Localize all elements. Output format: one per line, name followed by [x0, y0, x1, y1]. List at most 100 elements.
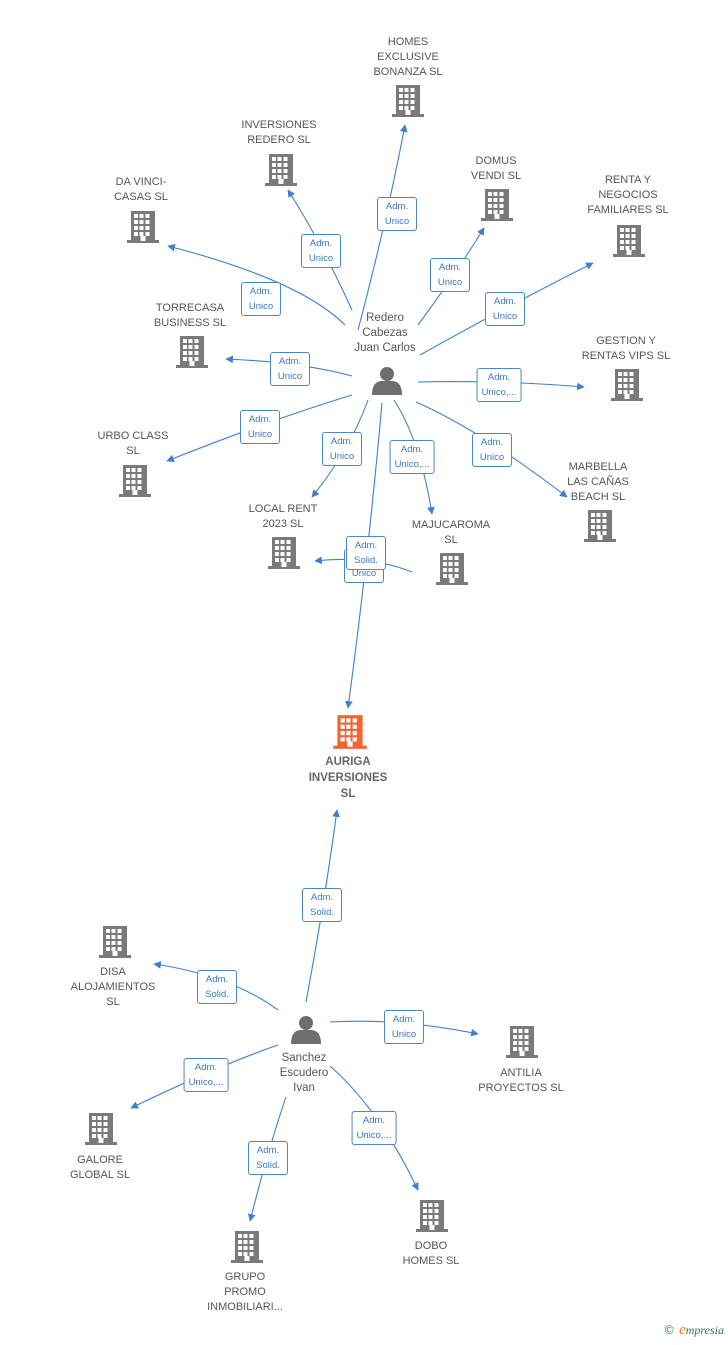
node-label-line: GALORE — [77, 1154, 123, 1166]
building-icon[interactable] — [611, 369, 643, 401]
edge-role-text: Unico — [479, 452, 505, 463]
edge-role-text: Adm. — [205, 974, 229, 985]
edge-role-label[interactable]: Adm.Unico — [384, 1010, 424, 1044]
edge-role-label[interactable]: Adm. Unico,... — [183, 1058, 229, 1092]
edge-role-label[interactable]: Adm.Solid. — [197, 970, 237, 1004]
node-label-line: SL — [106, 996, 120, 1008]
edge-role-label[interactable]: Adm.Solid. — [248, 1141, 288, 1175]
node-label-grupo[interactable]: GRUPO PROMO INMOBILIARI... — [207, 1270, 283, 1315]
edge-role-label[interactable]: Adm. Unico — [241, 282, 281, 316]
building-icon[interactable] — [176, 336, 208, 368]
edge-role-text: Unico — [391, 1029, 417, 1040]
node-label-line: BUSINESS SL — [153, 317, 227, 329]
building-icon[interactable] — [436, 553, 468, 585]
edge-role-text: Unico,... — [394, 459, 430, 470]
footer-brand[interactable]: ©empresia — [663, 1322, 724, 1339]
edge-role-text: Adm. — [354, 540, 378, 551]
node-label-line: SL — [340, 788, 356, 800]
building-icon[interactable] — [99, 926, 131, 958]
node-label-line: RENTA Y — [604, 174, 652, 186]
node-label-line: REDERO SL — [247, 134, 311, 146]
building-icon[interactable] — [268, 537, 300, 569]
edge-role-text: Adm. — [248, 414, 272, 425]
building-icon[interactable] — [506, 1026, 538, 1058]
brand-logo-text: mpresia — [685, 1323, 724, 1337]
node-label-line: MAJUCAROMA — [411, 519, 491, 531]
edge-role-label[interactable]: Adm.Unico — [472, 433, 512, 467]
edge-role-label[interactable]: Adm.Unico — [485, 292, 525, 326]
edge-role-text: Unico — [277, 371, 303, 382]
edge-role-label[interactable]: Adm. Unico — [270, 352, 310, 386]
edge-role-label[interactable]: Adm.Solid. — [302, 888, 342, 922]
node-label-line: SL — [126, 445, 140, 457]
person-icon[interactable] — [372, 367, 402, 395]
node-label-line: DA VINCI- — [115, 176, 167, 188]
building-icon[interactable] — [119, 465, 151, 497]
edge-role-label[interactable]: Adm.Unico — [377, 197, 417, 231]
node-label-line: GRUPO — [224, 1271, 266, 1283]
node-label-line: INVERSIONES — [308, 772, 388, 784]
edge-role-text: Adm. — [400, 444, 424, 455]
edge-role-text: Adm. — [278, 356, 302, 367]
edge-role-text: Adm. — [249, 286, 273, 297]
building-icon[interactable] — [392, 85, 424, 117]
edge-role-text: Unico — [492, 311, 518, 322]
building-icon[interactable] — [584, 510, 616, 542]
node-label-line: MARBELLA — [568, 461, 628, 473]
edge-role-label[interactable]: Adm. Unico,... — [389, 440, 435, 474]
edge-role-text: Solid. — [256, 1160, 280, 1171]
node-label-davinci[interactable]: DA VINCI-CASAS SL — [114, 175, 168, 205]
node-label-domus[interactable]: DOMUS VENDI SL — [471, 154, 521, 184]
node-label-line: DOMUS — [475, 155, 517, 167]
building-icon[interactable] — [127, 211, 159, 243]
node-label-line: Ivan — [293, 1082, 315, 1094]
building-icon[interactable] — [613, 225, 645, 257]
edge-role-text: Adm. — [385, 201, 409, 212]
node-label-line: ANTILIA — [500, 1067, 542, 1079]
building-icon[interactable] — [85, 1113, 117, 1145]
person-icon[interactable] — [291, 1016, 321, 1044]
building-icon[interactable] — [231, 1231, 263, 1263]
building-icon[interactable] — [416, 1200, 448, 1232]
node-layer — [85, 85, 645, 1263]
building-icon[interactable] — [333, 715, 367, 749]
edge-role-label[interactable]: Adm.Unico,... — [476, 368, 522, 402]
building-icon[interactable] — [481, 189, 513, 221]
node-label-line: FAMILIARES SL — [587, 204, 669, 216]
edge-role-text: Adm. — [309, 238, 333, 249]
edge-role-label[interactable]: Adm.Solid. — [346, 536, 386, 570]
edge-role-label[interactable]: Adm.Unico — [322, 432, 362, 466]
node-label-antilia[interactable]: ANTILIA PROYECTOS SL — [478, 1066, 563, 1096]
edge-role-text: Unico,... — [188, 1077, 224, 1088]
edge-role-text: Adm. — [194, 1062, 218, 1073]
node-label-line: PROMO — [224, 1286, 266, 1298]
edge-role-label[interactable]: Adm.Unico — [240, 410, 280, 444]
edge-role-label[interactable]: Adm.Unico,... — [351, 1111, 397, 1145]
node-label-line: EXCLUSIVE — [377, 51, 439, 63]
node-label-line: INMOBILIARI... — [207, 1301, 283, 1313]
edge-role-text: Unico — [248, 301, 274, 312]
node-label-line: VENDI SL — [470, 170, 522, 182]
node-label-line: PROYECTOS SL — [478, 1082, 564, 1094]
building-icon[interactable] — [265, 154, 297, 186]
node-label-line: Redero — [366, 312, 404, 324]
edge-role-label[interactable]: Adm.Unico — [301, 234, 341, 268]
edge-role-label[interactable]: Adm.Unico — [430, 258, 470, 292]
edge-role-text: Adm. — [310, 892, 334, 903]
node-label-line: HOMES — [387, 36, 429, 48]
